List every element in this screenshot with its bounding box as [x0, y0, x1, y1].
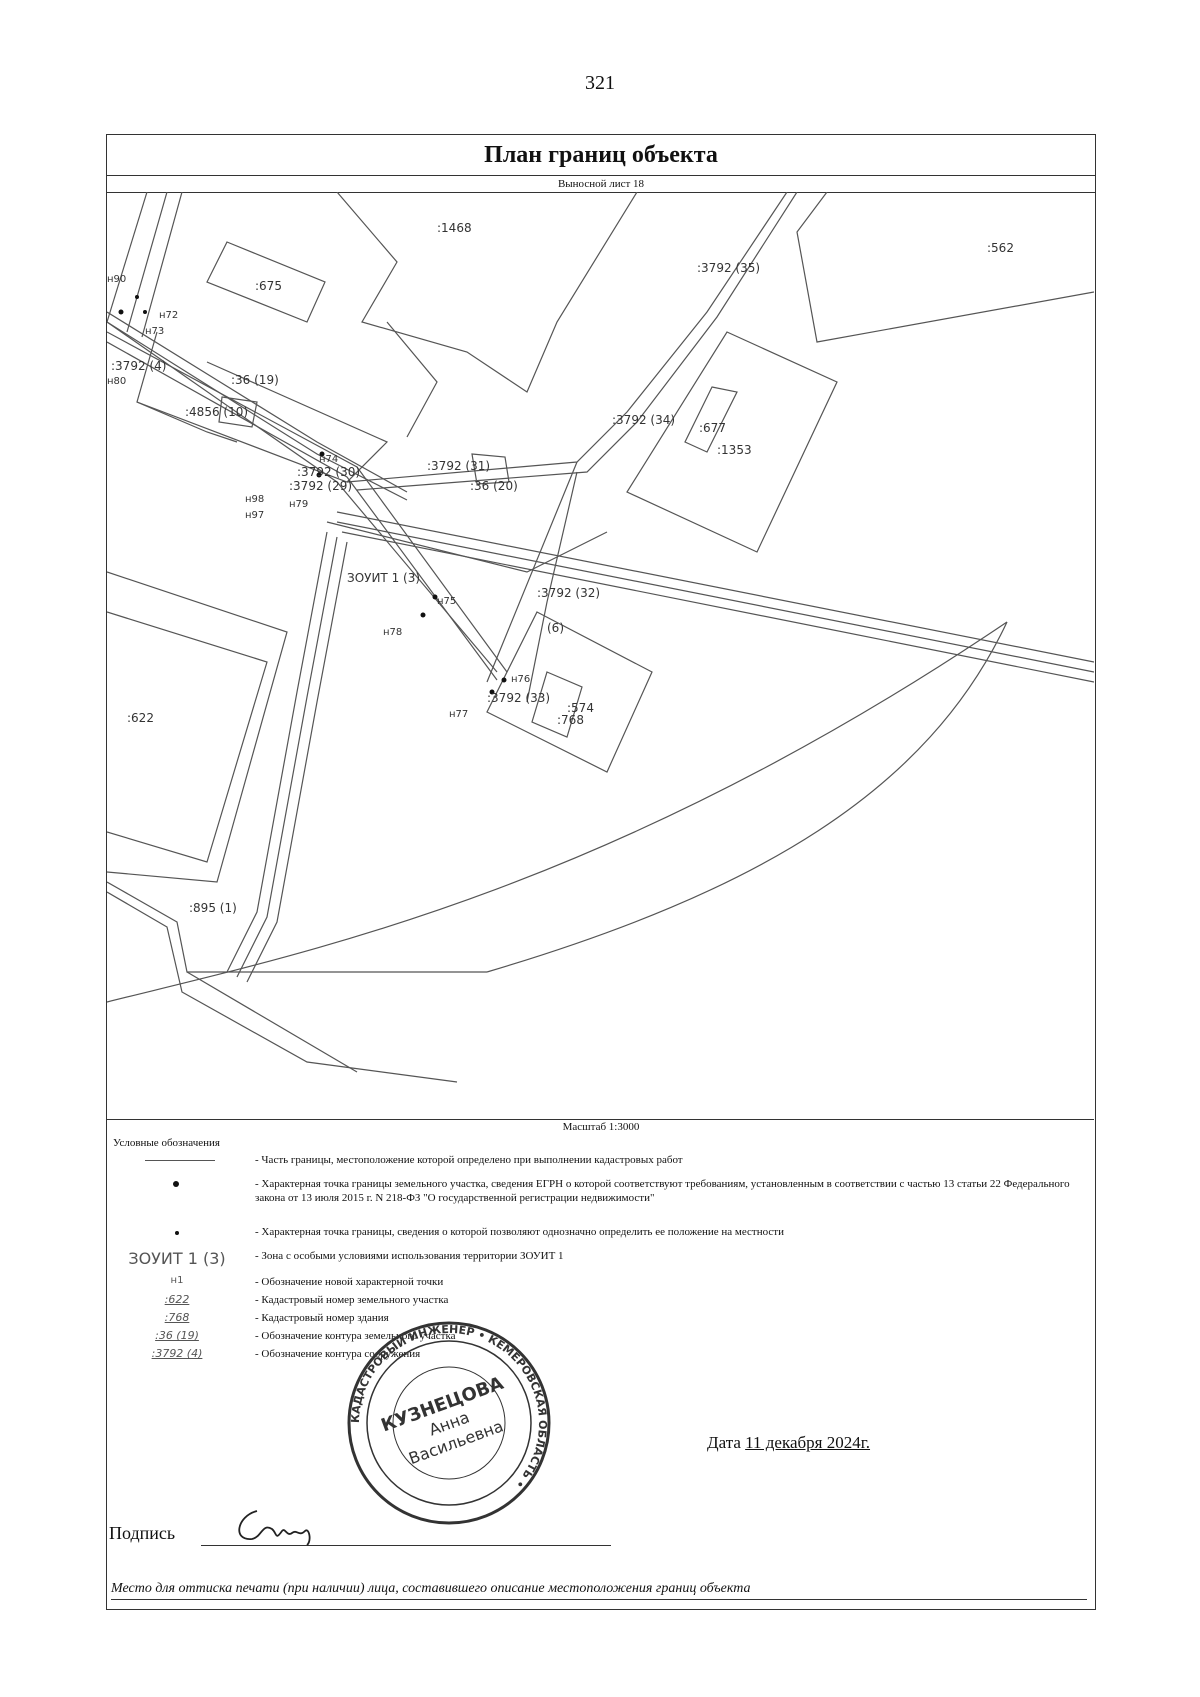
structure-contour-road [107, 331, 508, 673]
map-scale: Масштаб 1:3000 [562, 1121, 640, 1133]
date-value: 11 декабря 2024г. [745, 1433, 871, 1452]
legend-symbol-building-number: :768 [164, 1311, 190, 1324]
legend-symbol-parcel-number: :622 [164, 1293, 190, 1306]
parcel-boundary-arc [486, 621, 1008, 973]
building-boundary-768 [531, 671, 583, 738]
legend-symbol-structure-contour: :3792 (4) [151, 1347, 203, 1360]
map-label-3792-31: :3792 (31) [427, 459, 490, 473]
stamp-place-note: Место для оттиска печати (при наличии) л… [111, 1581, 751, 1596]
map-label-36-19: :36 (19) [231, 373, 279, 387]
parcel-boundary-36-20 [471, 453, 510, 485]
map-label-4856-10: :4856 (10) [185, 405, 248, 419]
point-label-n98: н98 [245, 494, 264, 505]
map-drawing: :1468 :562 :675 :677 :1353 :622 :574 :76… [107, 192, 1094, 1083]
point-label-n77: н77 [449, 709, 468, 720]
signature-line [201, 1545, 611, 1546]
sheet-subtitle: Выносной лист 18 [107, 176, 1095, 193]
legend-symbol-zone: ЗОУИТ 1 (3) [128, 1249, 226, 1268]
map-label-zouit: ЗОУИТ 1 (3) [347, 571, 420, 585]
map-label-1468: :1468 [437, 221, 472, 235]
map-label-6: (6) [547, 621, 564, 635]
legend-symbol-parcel-contour: :36 (19) [155, 1329, 199, 1342]
point-label-n76: н76 [511, 674, 530, 685]
legend-text: - Характерная точка границы, сведения о … [255, 1226, 784, 1238]
plan-title: План границ объекта [107, 135, 1095, 176]
legend-text: - Обозначение новой характерной точки [255, 1276, 444, 1288]
date-block: Дата 11 декабря 2024г. [707, 1433, 870, 1453]
zone-boundary-zouit [107, 321, 498, 673]
parcel-boundary-1468 [336, 192, 638, 393]
signature-label: Подпись [109, 1523, 176, 1543]
map-label-3792-35: :3792 (35) [697, 261, 760, 275]
map-label-895-1: :895 (1) [189, 901, 237, 915]
point-label-n80: н80 [107, 376, 126, 387]
engineer-stamp: КАДАСТРОВЫЙ ИНЖЕНЕР • КЕМЕРОВСКАЯ ОБЛАСТ… [347, 1321, 551, 1525]
legend-text: - Характерная точка границы земельного у… [255, 1178, 1070, 1204]
cadastral-map: :1468 :562 :675 :677 :1353 :622 :574 :76… [107, 192, 1094, 1120]
parcel-boundary-675 [206, 241, 326, 323]
page-number: 321 [585, 72, 615, 94]
map-label-3792-32: :3792 (32) [537, 586, 600, 600]
legend-symbol-new-point: н1 [170, 1275, 184, 1286]
handwritten-signature [238, 1510, 311, 1546]
point-label-n74: н74 [319, 454, 338, 465]
map-label-3792-4: :3792 (4) [111, 359, 166, 373]
point-label-n90: н90 [107, 274, 126, 285]
point-label-n78: н78 [383, 627, 402, 638]
legend-text: - Часть границы, местоположение которой … [255, 1154, 683, 1166]
map-label-574: :574 [567, 701, 594, 715]
map-label-677: :677 [699, 421, 726, 435]
map-label-768: :768 [557, 713, 584, 727]
parcel-boundary-622 [107, 611, 268, 863]
point-label-n97: н97 [245, 510, 264, 521]
point-label-n72: н72 [159, 310, 178, 321]
date-label: Дата [707, 1433, 741, 1452]
map-label-562: :562 [987, 241, 1014, 255]
point-label-n79: н79 [289, 499, 308, 510]
point-label-n73: н73 [145, 326, 164, 337]
parcel-boundary-1353 [626, 331, 838, 553]
map-label-3792-34: :3792 (34) [612, 413, 675, 427]
footer-line [111, 1599, 1087, 1600]
map-label-3792-33: :3792 (33) [487, 691, 550, 705]
map-label-3792-30: :3792 (30) [297, 465, 360, 479]
legend-text: - Кадастровый номер здания [255, 1312, 389, 1324]
map-label-1353: :1353 [717, 443, 752, 457]
point-label-n75: н75 [437, 596, 456, 607]
map-label-3792-29: :3792 (29) [289, 479, 352, 493]
legend-text: - Зона с особыми условиями использования… [255, 1250, 564, 1262]
map-label-622: :622 [127, 711, 154, 725]
legend-title: Условные обозначения [113, 1137, 220, 1149]
building-boundary-677 [684, 386, 738, 453]
legend-text: - Кадастровый номер земельного участка [255, 1294, 449, 1306]
parcel-boundary-4856 [136, 361, 389, 483]
parcel-boundary-36-19 [218, 396, 258, 428]
map-label-36-20: :36 (20) [470, 479, 518, 493]
parcel-boundary-562 [796, 192, 1094, 343]
boundary-plan-sheet: План границ объекта Выносной лист 18 [106, 134, 1096, 1610]
map-label-675: :675 [255, 279, 282, 293]
